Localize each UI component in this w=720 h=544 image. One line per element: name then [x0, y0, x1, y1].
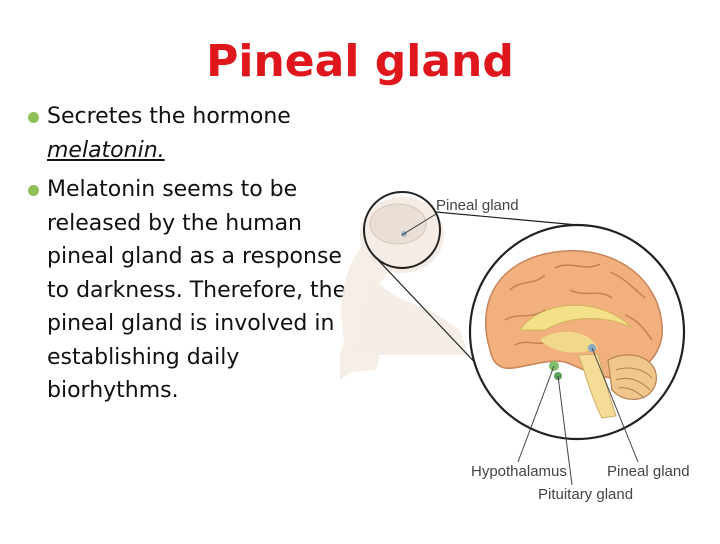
bullet-item-hormone: Secretes the hormone melatonin. [28, 100, 358, 167]
bullet-emphasis-melatonin: melatonin. [47, 138, 165, 163]
cerebellum [608, 355, 656, 400]
label-hypothalamus: Hypothalamus [471, 463, 567, 480]
bullet-item-darkness: Melatonin seems to be released by the hu… [28, 173, 358, 408]
label-pineal-gland-bottom: Pineal gland [607, 463, 690, 480]
label-pineal-gland-top: Pineal gland [436, 197, 519, 214]
bullet-list: Secretes the hormone melatonin. Melatoni… [28, 100, 358, 414]
small-brain-outline [370, 204, 426, 244]
bullet-text-melatonin-darkness: Melatonin seems to be released by the hu… [47, 177, 346, 403]
bullet-dot-icon [28, 112, 39, 123]
slide-title: Pineal gland [0, 34, 720, 90]
bullet-dot-icon [28, 185, 39, 196]
label-pituitary-gland: Pituitary gland [538, 486, 633, 503]
brain-illustration [340, 180, 720, 540]
brain-anatomy-figure: Pineal gland Hypothalamus Pineal gland P… [340, 180, 720, 540]
bullet-text-prefix: Secretes the hormone [47, 104, 291, 129]
